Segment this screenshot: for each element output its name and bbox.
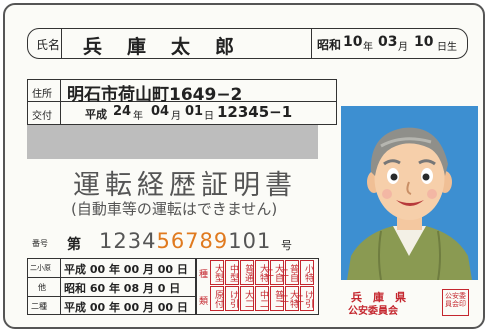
name-label: 氏名 — [36, 38, 61, 52]
number-label: 番号 — [32, 239, 48, 248]
category-cell: 大自二 — [263, 260, 284, 285]
history-divider-2 — [27, 296, 197, 297]
number-digits-1: 1234 — [99, 229, 157, 253]
issue-era: 平成 — [85, 108, 107, 121]
category-cell: 大特二 — [278, 286, 299, 311]
license-number: 123456789101 — [99, 229, 271, 253]
history-block — [27, 258, 197, 315]
history-label-divider — [60, 258, 61, 315]
history-text-2: 昭和 60 年 08 月 0 日 — [64, 282, 181, 295]
number-suffix: 号 — [281, 239, 292, 252]
issue-year: 24 — [113, 104, 132, 119]
birth-month: 03 — [378, 34, 398, 50]
holder-photo — [341, 106, 478, 280]
category-side-bottom: 類 — [199, 297, 209, 307]
issuer-seal: 公安委員会印 — [442, 289, 469, 316]
history-label-1: 二小原 — [30, 264, 51, 272]
category-cell: 普通 — [240, 260, 254, 285]
category-grid — [195, 258, 319, 315]
card-title: 運転経歴証明書 — [73, 170, 297, 201]
birth-divider — [311, 29, 312, 58]
history-label-3: 二種 — [31, 302, 47, 311]
category-cell: 大二 — [240, 286, 254, 311]
category-cell: 中型 — [225, 260, 239, 285]
category-cell: 原付 — [210, 286, 224, 311]
history-label-2: 他 — [38, 283, 46, 292]
issue-day: 01 — [185, 104, 204, 119]
issue-label: 交付 — [32, 111, 52, 122]
license-card: 氏名 兵 庫 太 郎 昭和 10 年 03 月 10 日生 住所 明石市荷山町1… — [3, 3, 485, 329]
name-row — [27, 28, 468, 59]
category-cell: 普二 — [270, 286, 284, 311]
name-label-divider — [61, 29, 62, 58]
issue-year-unit: 年 — [133, 111, 143, 122]
issue-number: 12345−1 — [217, 103, 293, 121]
birth-month-unit: 月 — [398, 42, 408, 53]
category-cell: け引二 — [293, 286, 314, 311]
category-cell: 中二 — [255, 286, 269, 311]
issuer-seal-text: 公安委員会印 — [445, 292, 466, 308]
birth-year: 10 — [343, 34, 363, 50]
birth-suffix: 日生 — [437, 42, 457, 53]
issue-month: 04 — [151, 104, 170, 119]
issuer-name-line2: 公安委員会 — [348, 306, 398, 317]
category-side-top: 種 — [199, 270, 209, 280]
issuer-name-line1: 兵 庫 県 — [351, 291, 406, 304]
holder-name: 兵 庫 太 郎 — [83, 36, 238, 58]
category-cell: 大型 — [210, 260, 224, 285]
birth-day: 10 — [414, 34, 434, 50]
history-text-1: 平成 00 年 00 月 00 日 — [64, 263, 188, 276]
category-cell: 普自二 — [278, 260, 299, 285]
card-subtitle: (自動車等の運転はできません) — [71, 200, 278, 218]
gray-band — [27, 125, 318, 159]
number-prefix: 第 — [67, 237, 81, 253]
birth-era: 昭和 — [317, 38, 342, 52]
portrait-illustration — [347, 127, 472, 280]
address-issue-divider — [27, 101, 337, 102]
issue-month-unit: 月 — [171, 111, 181, 122]
address-value: 明石市荷山町1649−2 — [67, 85, 243, 105]
issue-day-unit: 日 — [204, 111, 214, 122]
number-digits-orange: 56789 — [156, 229, 229, 253]
category-cell: 小特 — [300, 260, 314, 285]
number-digits-2: 101 — [228, 229, 272, 253]
category-cell: 大特 — [255, 260, 269, 285]
address-label-divider — [60, 79, 61, 125]
address-issue-block — [27, 79, 337, 125]
address-label: 住所 — [32, 89, 52, 100]
birth-year-unit: 年 — [363, 42, 373, 53]
history-divider-1 — [27, 277, 197, 278]
history-text-3: 平成 00 年 00 月 00 日 — [64, 301, 188, 314]
category-cell: け引 — [225, 286, 239, 311]
